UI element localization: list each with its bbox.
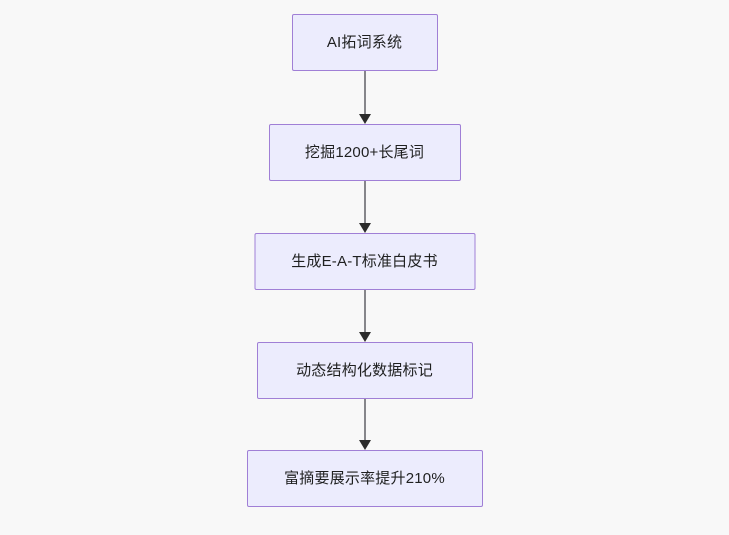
arrow-down-icon	[358, 440, 371, 450]
flowchart-node-label: 富摘要展示率提升210%	[284, 469, 445, 487]
edge-line	[363, 290, 366, 333]
arrow-down-icon	[358, 223, 371, 233]
flowchart-node-label: 挖掘1200+长尾词	[304, 143, 425, 161]
flowchart-node-n1[interactable]: AI拓词系统	[291, 14, 438, 71]
arrow-down-icon	[358, 332, 371, 342]
flowchart-node-n2[interactable]: 挖掘1200+长尾词	[268, 124, 461, 181]
flowchart-edge-n2-n3	[358, 181, 372, 233]
flowchart-node-label: AI拓词系统	[326, 33, 403, 51]
edge-line	[363, 399, 366, 441]
flowchart-node-label: 动态结构化数据标记	[296, 361, 433, 379]
flowchart-node-n3[interactable]: 生成E-A-T标准白皮书	[254, 233, 475, 290]
edge-line	[363, 181, 366, 224]
flowchart-node-n4[interactable]: 动态结构化数据标记	[256, 342, 473, 399]
arrow-down-icon	[358, 114, 371, 124]
flowchart-node-n5[interactable]: 富摘要展示率提升210%	[246, 450, 483, 507]
flowchart-edge-n1-n2	[358, 71, 372, 124]
flowchart-edge-n3-n4	[358, 290, 372, 342]
flowchart-edge-n4-n5	[358, 399, 372, 450]
flowchart-node-label: 生成E-A-T标准白皮书	[291, 252, 438, 270]
edge-line	[363, 71, 366, 115]
